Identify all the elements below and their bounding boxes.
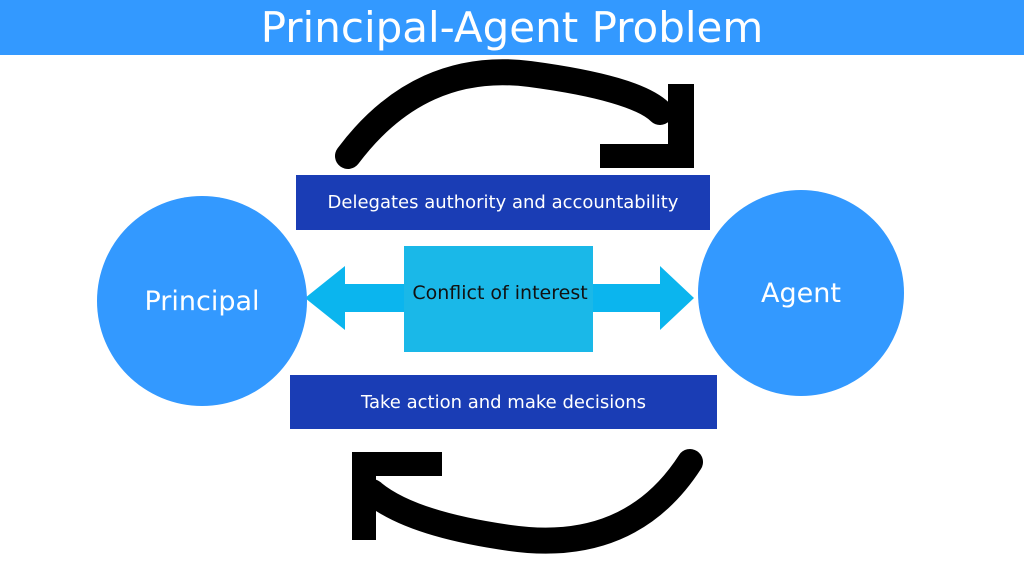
principal-node: Principal <box>97 196 307 406</box>
agent-node: Agent <box>698 190 904 396</box>
bottom-cycle-arrowhead <box>352 452 442 540</box>
delegates-box: Delegates authority and accountability <box>296 175 710 230</box>
actions-box: Take action and make decisions <box>290 375 717 429</box>
top-cycle-arrow <box>335 59 673 169</box>
conflict-box <box>404 246 593 352</box>
delegates-label: Delegates authority and accountability <box>327 192 679 213</box>
top-cycle-arrowhead <box>600 84 694 168</box>
title-bar: Principal-Agent Problem <box>0 0 1024 55</box>
diagram-title: Principal-Agent Problem <box>260 2 764 52</box>
agent-label: Agent <box>761 277 841 309</box>
principal-label: Principal <box>144 285 260 317</box>
actions-label: Take action and make decisions <box>360 391 647 413</box>
conflict-label: Conflict of interest <box>412 282 588 304</box>
bottom-cycle-arrow <box>359 449 703 554</box>
